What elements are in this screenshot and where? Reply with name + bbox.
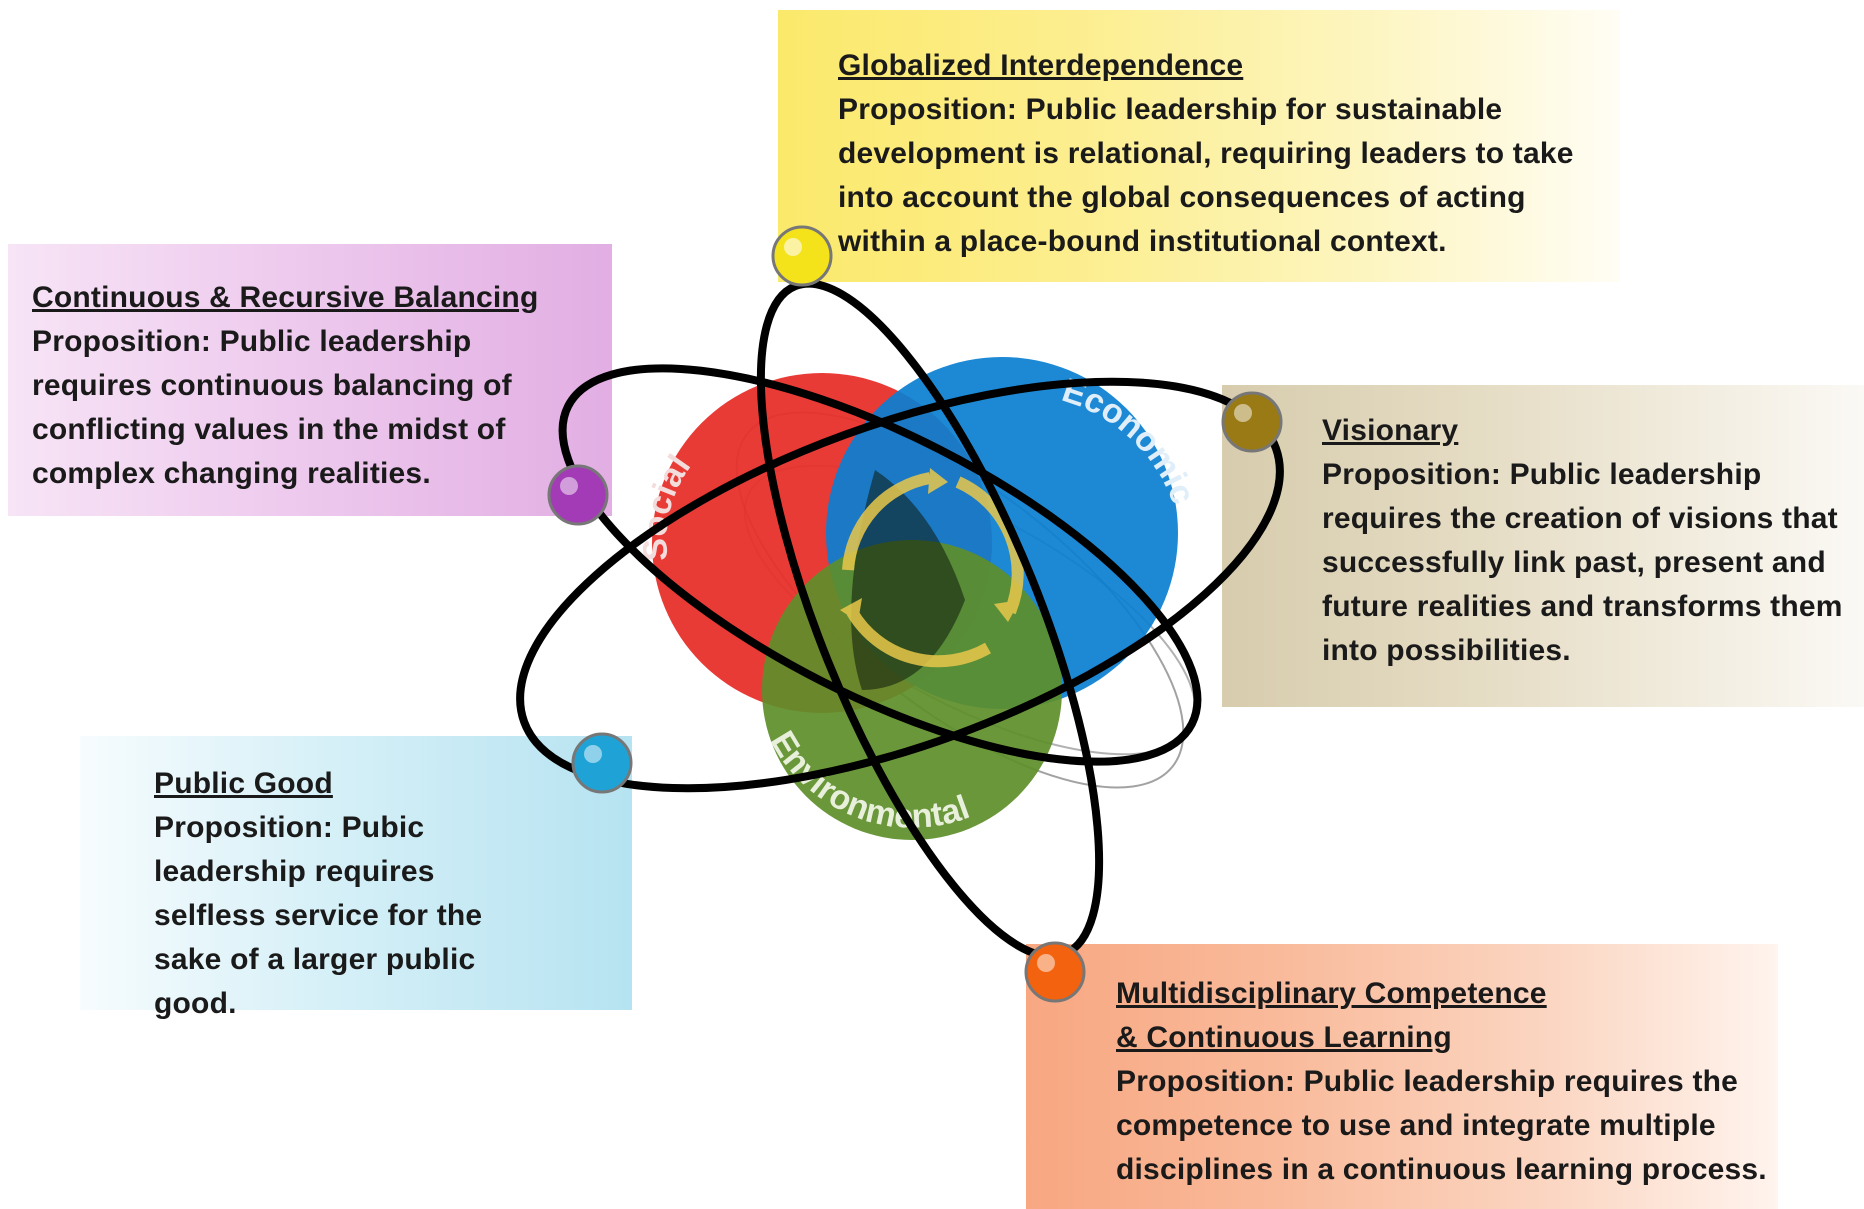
node-olive <box>1221 391 1283 453</box>
bold-orbits <box>516 279 1284 961</box>
continuous-title: Continuous & Recursive Balancing <box>32 281 539 314</box>
public-good-box: Public Good Proposition: Pubic leadershi… <box>80 736 632 1020</box>
visionary-box: Visionary Proposition: Public leadership… <box>1222 385 1864 707</box>
visionary-body: Proposition: Public leadership requires … <box>1322 458 1843 667</box>
orbit-left-diagonal <box>558 364 1202 766</box>
continuous-balancing-box: Continuous & Recursive Balancing Proposi… <box>8 244 612 516</box>
public-good-body: Proposition: Pubic leadership requires s… <box>154 811 483 1020</box>
environmental-circle <box>762 540 1062 840</box>
globalized-title: Globalized Interdependence <box>838 49 1244 82</box>
node-yellow <box>771 225 833 287</box>
orbit-nodes <box>547 225 1283 1003</box>
continuous-body: Proposition: Public leadership requires … <box>32 325 512 490</box>
public-good-title: Public Good <box>154 767 333 800</box>
venn-circles <box>652 357 1178 840</box>
multidisciplinary-title-line1: Multidisciplinary Competence <box>1116 977 1547 1010</box>
globalized-interdependence-box: Globalized Interdependence Proposition: … <box>778 10 1620 282</box>
globalized-body: Proposition: Public leadership for susta… <box>838 93 1574 258</box>
orbit-right-diagonal <box>516 377 1284 793</box>
node-purple <box>547 464 609 526</box>
multidisciplinary-title-line2: & Continuous Learning <box>1116 1021 1452 1054</box>
visionary-title: Visionary <box>1322 414 1459 447</box>
node-orange <box>1024 941 1086 1003</box>
multidisciplinary-body: Proposition: Public leadership requires … <box>1116 1065 1767 1186</box>
multidisciplinary-box: Multidisciplinary Competence & Continuou… <box>1026 944 1778 1209</box>
node-blue <box>571 732 633 794</box>
